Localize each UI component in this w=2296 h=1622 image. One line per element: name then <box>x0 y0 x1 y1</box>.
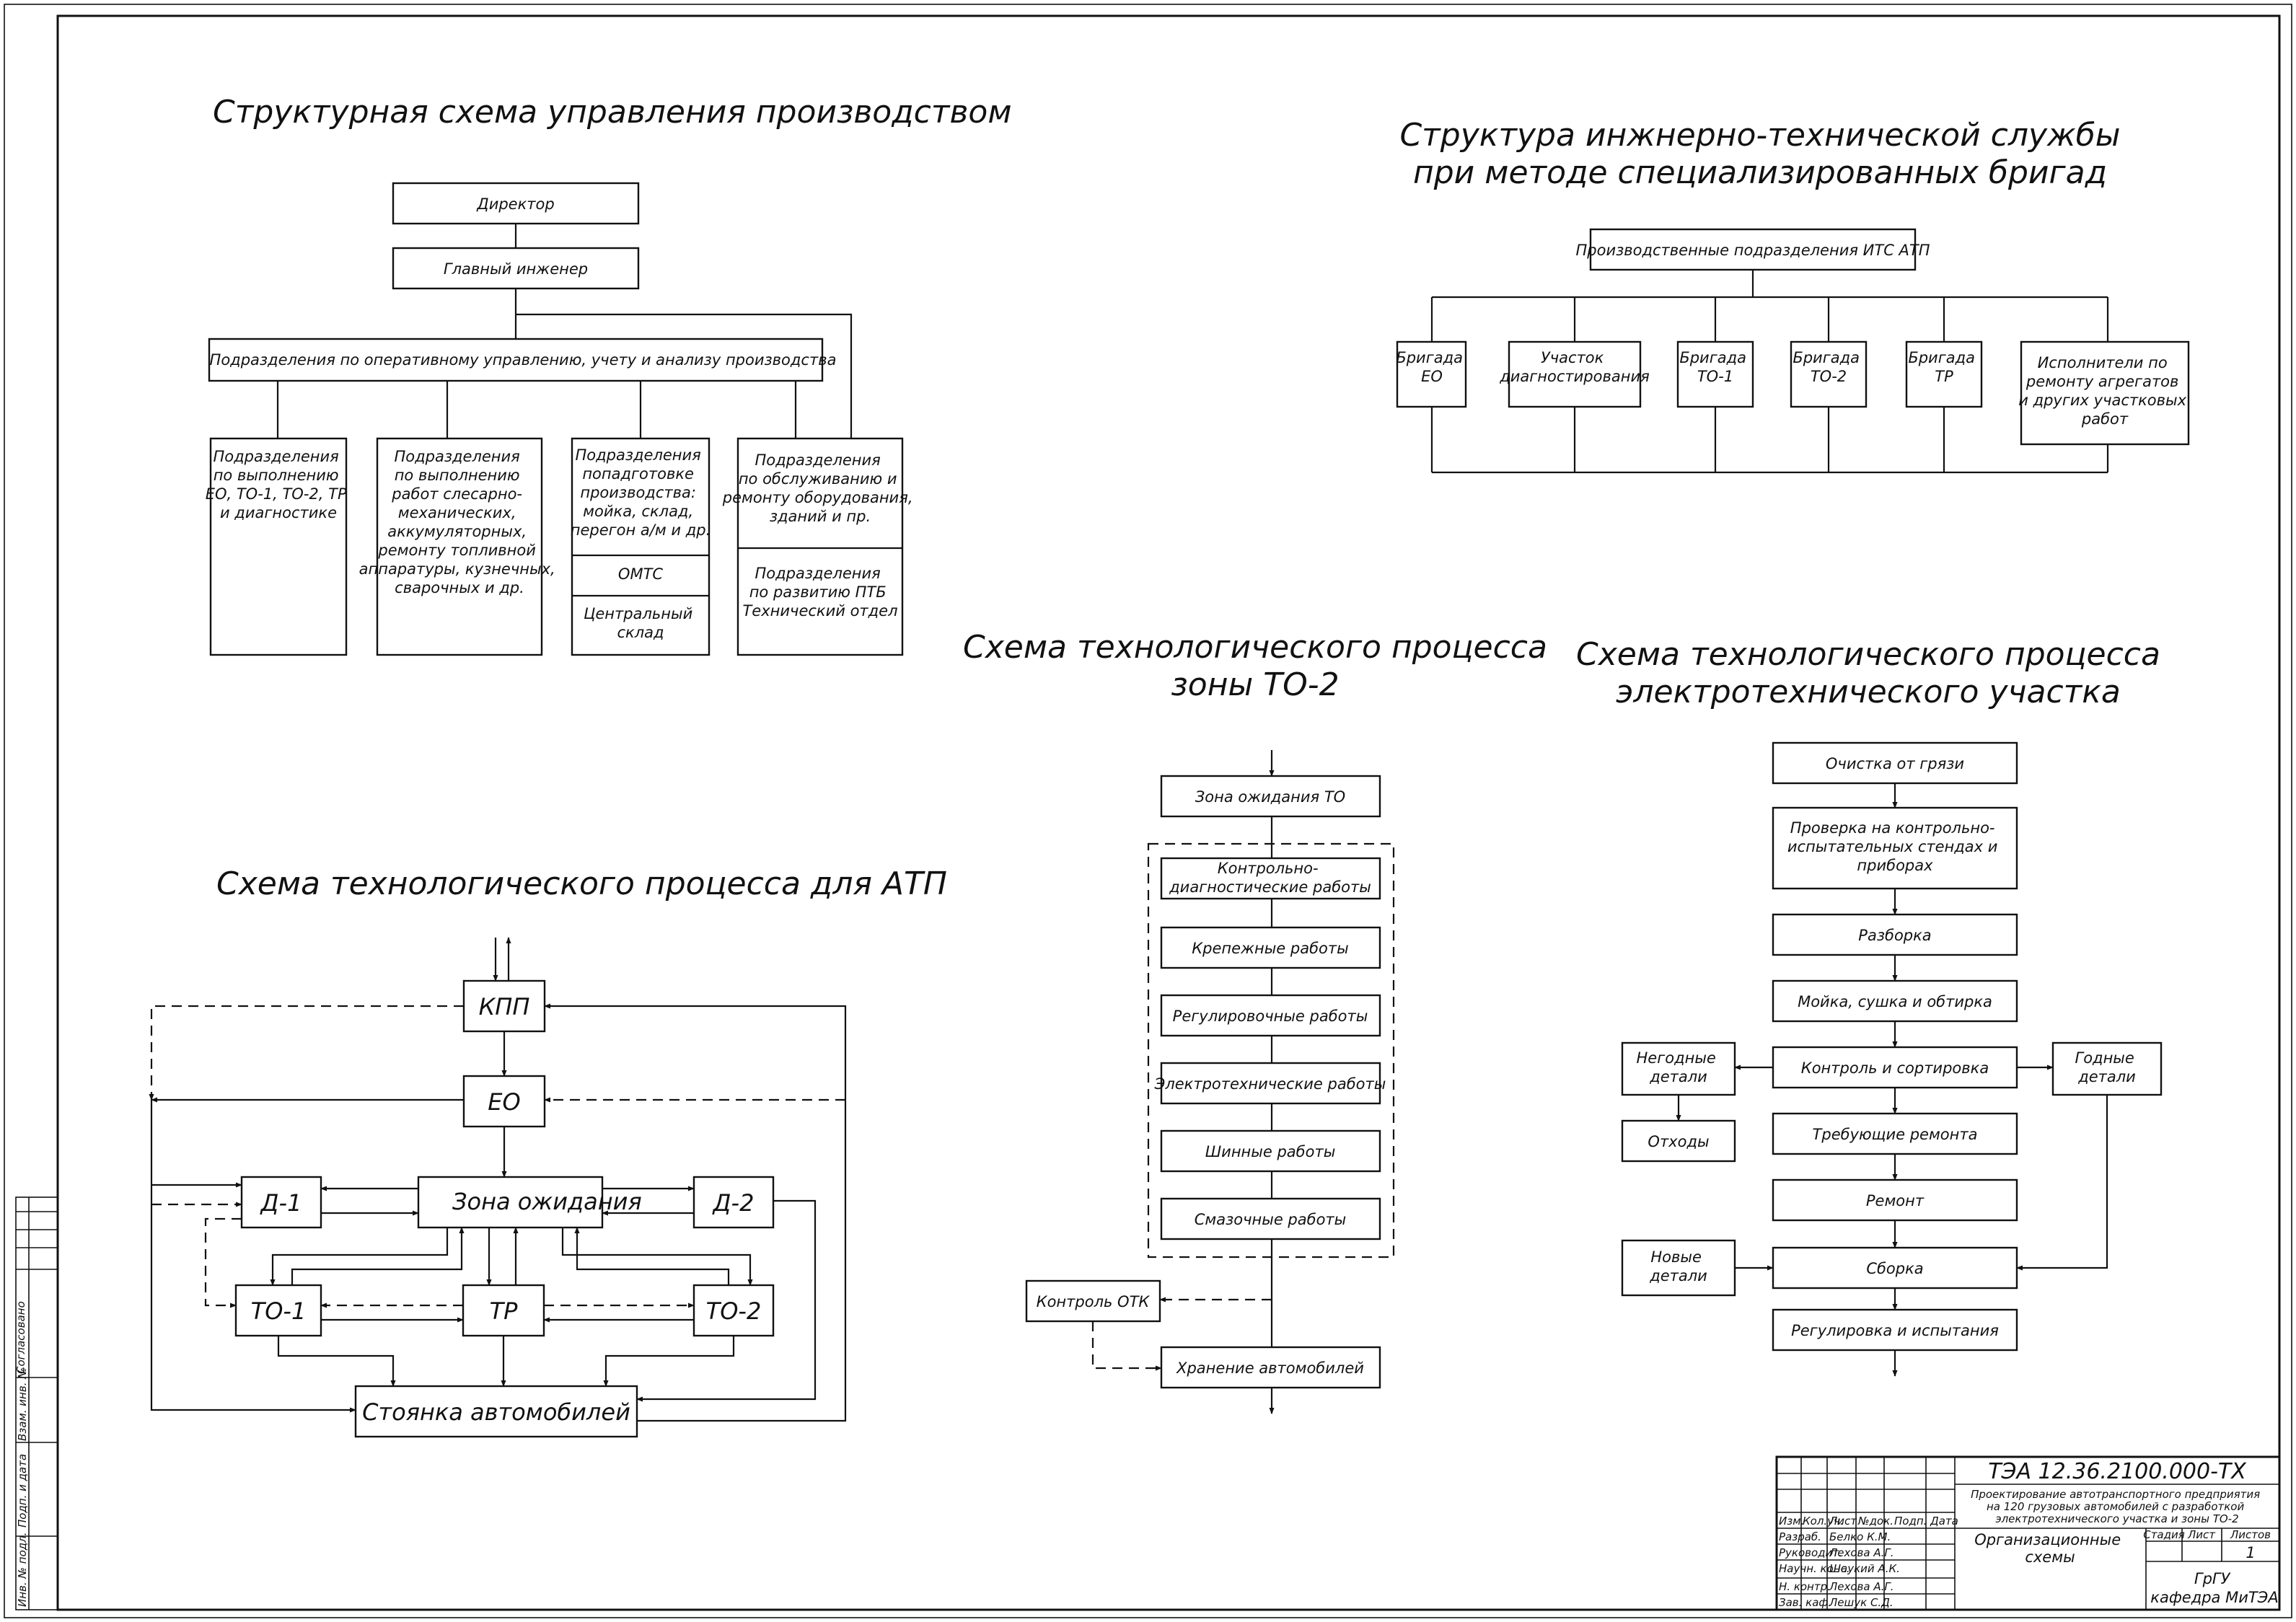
stamp-header: Изм. Кол.уч. Лист №док. Подп. Дата <box>1779 1515 1958 1528</box>
to2-lube: Смазочные работы <box>1195 1211 1347 1228</box>
to2-storage: Хранение автомобилей <box>1176 1359 1364 1377</box>
title-block: ТЭА 12.36.2100.000-ТХ Проектирование авт… <box>1775 1455 2281 1611</box>
stamp-stage-label: Стадия <box>2143 1528 2185 1541</box>
box-col2: Подразделения по выполнению работ слесар… <box>359 448 560 596</box>
its-diagram: Производственные подразделения ИТС АТП Б… <box>1396 228 2191 474</box>
its-unit-to1: Бригада ТО-1 <box>1679 349 1751 385</box>
title-to2-line1: Схема технологического процесса <box>963 629 1547 666</box>
box-col4: Подразделения по обслуживанию и ремонту … <box>722 451 918 525</box>
to2-fasten: Крепежные работы <box>1192 940 1348 957</box>
stamp-sheet-label: Лист <box>2187 1528 2216 1541</box>
box-col4-ptb: Подразделения по развитию ПТБ Технически… <box>742 565 897 620</box>
elec-need-repair: Требующие ремонта <box>1813 1126 1978 1143</box>
title-elec-line1: Схема технологического процесса <box>1576 636 2160 673</box>
to2-waiting: Зона ожидания ТО <box>1195 788 1345 806</box>
stamp-roles: Разраб. Руководит. Научн. конс. Н. контр… <box>1779 1530 1853 1609</box>
elec-disassembly: Разборка <box>1858 927 1931 944</box>
atp-tr: ТР <box>490 1297 519 1325</box>
atp-to1: ТО-1 <box>251 1297 307 1325</box>
outer-border <box>4 4 2292 1618</box>
box-col1: Подразделения по выполнению ЕО, ТО-1, ТО… <box>206 448 352 521</box>
box-chief-engineer: Главный инженер <box>444 260 588 278</box>
elec-new-parts: Новые детали <box>1649 1248 1707 1284</box>
to2-adjust: Регулировочные работы <box>1173 1008 1368 1025</box>
atp-d2: Д-2 <box>712 1189 755 1217</box>
atp-diagram: КПП ЕО Зона ожидания Д-1 Д-2 ТО-1 ТР ТО-… <box>149 937 847 1438</box>
elec-control: Контроль и сортировка <box>1801 1059 1989 1077</box>
box-its-top: Производственные подразделения ИТС АТП <box>1575 242 1930 259</box>
stamp-org: ГрГУ кафедра МиТЭА <box>2150 1570 2278 1606</box>
box-central-store: Центральный склад <box>584 605 698 641</box>
stamp-names: Белко К.М. Лехова А.Г. Шаукий А.К. Лехов… <box>1829 1530 1904 1609</box>
stamp-sheet-title: Организационные схемы <box>1974 1531 2126 1566</box>
side-inv-replace: Взам. инв. № <box>16 1367 29 1441</box>
title-elec-line2: электротехнического участка <box>1616 674 2121 710</box>
to2-diagnostics: Контрольно- диагностические работы <box>1169 860 1371 896</box>
atp-eo: ЕО <box>488 1088 520 1116</box>
elec-diagram: Очистка от грязи Проверка на контрольно-… <box>1621 741 2163 1377</box>
atp-to2: ТО-2 <box>706 1297 762 1325</box>
to2-diagram: Зона ожидания ТО Контрольно- диагностиче… <box>1025 750 1395 1414</box>
stamp-sheets-label: Листов <box>2230 1528 2271 1541</box>
side-agreed: Согласовано <box>14 1301 27 1374</box>
elec-wash: Мойка, сушка и обтирка <box>1798 993 1992 1010</box>
title-management: Структурная схема управления производств… <box>213 94 1012 131</box>
side-stamp: Согласовано Взам. инв. № Подп. и дата Ин… <box>14 1196 58 1610</box>
elec-repair: Ремонт <box>1866 1192 1925 1209</box>
title-its-line1: Структура инжнерно-технической службы <box>1399 117 2120 154</box>
elec-waste: Отходы <box>1648 1133 1709 1150</box>
its-unit-eo: Бригада ЕО <box>1396 349 1467 385</box>
management-diagram: Директор Главный инженер Подразделения п… <box>206 182 918 656</box>
elec-check: Проверка на контрольно- испытательных ст… <box>1787 819 2002 874</box>
elec-assembly: Сборка <box>1866 1260 1923 1277</box>
box-col3: Подразделения попадготовке производства:… <box>571 446 711 539</box>
stamp-sheets-value: 1 <box>2246 1544 2255 1561</box>
title-its-line2: при методе специализированных бригад <box>1413 154 2107 191</box>
atp-d1: Д-1 <box>260 1189 302 1217</box>
box-operational: Подразделения по оперативному управлению… <box>210 351 837 369</box>
title-to2-line2: зоны ТО-2 <box>1171 666 1339 703</box>
to2-electro: Электротехнические работы <box>1154 1075 1386 1093</box>
to2-otk: Контроль ОТК <box>1037 1293 1151 1310</box>
atp-waiting-zone: Зона ожидания <box>452 1188 642 1215</box>
its-unit-tr: Бригада ТР <box>1908 349 1979 385</box>
stamp-code: ТЭА 12.36.2100.000-ТХ <box>1988 1459 2247 1484</box>
box-director: Директор <box>476 195 554 213</box>
its-unit-executors: Исполнители по ремонту агрегатов и други… <box>2018 354 2191 428</box>
side-sign-date: Подп. и дата <box>16 1454 29 1528</box>
drawing-frame <box>56 14 2281 1611</box>
elec-clean: Очистка от грязи <box>1826 755 1964 772</box>
atp-kpp: КПП <box>479 993 530 1021</box>
stamp-description: Проектирование автотранспортного предпри… <box>1971 1488 2264 1525</box>
elec-good-parts: Годные детали <box>2075 1049 2139 1085</box>
its-unit-to2: Бригада ТО-2 <box>1793 349 1864 385</box>
box-omts: ОМТС <box>618 565 663 583</box>
atp-parking: Стоянка автомобилей <box>362 1398 630 1426</box>
title-atp: Схема технологического процесса для АТП <box>216 865 947 902</box>
side-inv-orig: Инв. № подл. <box>16 1533 29 1607</box>
its-unit-diagnostics: Участок диагностирования <box>1499 349 1650 385</box>
elec-test: Регулировка и испытания <box>1791 1322 1999 1339</box>
to2-tyre: Шинные работы <box>1205 1143 1336 1160</box>
elec-bad-parts: Негодные детали <box>1636 1049 1720 1085</box>
